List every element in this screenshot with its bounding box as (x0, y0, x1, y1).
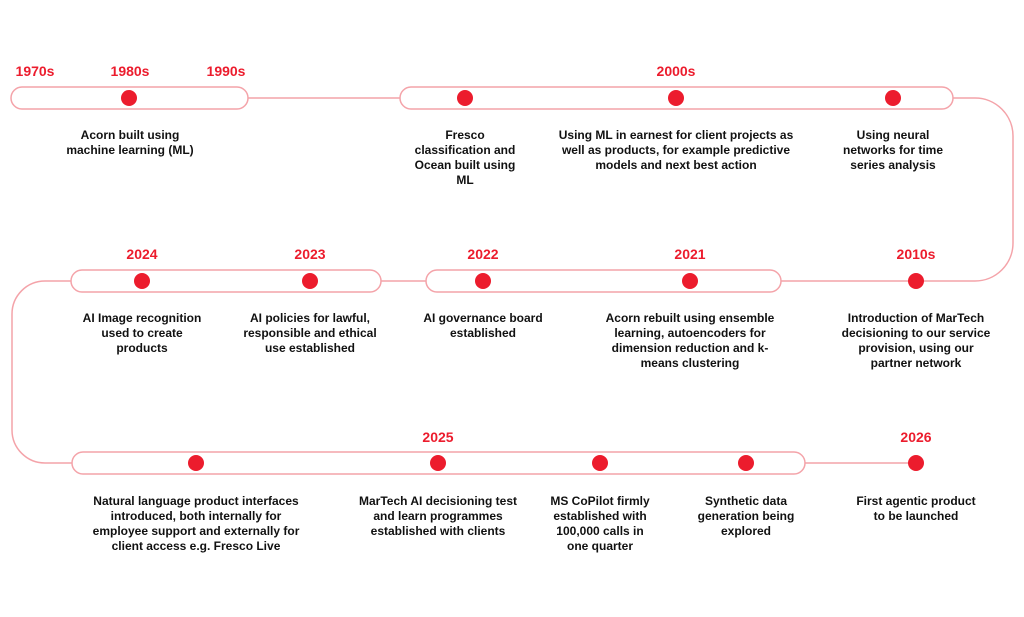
capsule (70, 269, 382, 293)
year-label: 1990s (206, 63, 246, 79)
milestone-dot (121, 90, 137, 106)
milestone-text: MarTech AI decisioning test and learn pr… (358, 494, 518, 538)
milestone-text: Introduction of MarTech decisioning to o… (841, 311, 991, 370)
milestone-text: First agentic product to be launched (856, 494, 976, 523)
milestone-dot (457, 90, 473, 106)
milestone-text: AI governance board established (423, 311, 543, 340)
milestone-text: AI Image recognition used to create prod… (82, 311, 202, 355)
year-label: 2000s (656, 63, 696, 79)
milestone-dot (738, 455, 754, 471)
year-label: 2025 (422, 429, 454, 445)
milestone-dot (592, 455, 608, 471)
year-label: 1970s (15, 63, 55, 79)
connector (781, 97, 1014, 282)
milestone-text: AI policies for lawful, responsible and … (243, 311, 377, 355)
milestone-dot (188, 455, 204, 471)
milestone-dot (908, 455, 924, 471)
milestone-text: Using ML in earnest for client projects … (558, 128, 794, 172)
milestone-dot (430, 455, 446, 471)
milestone-dot (475, 273, 491, 289)
milestone-text: Synthetic data generation being explored (697, 494, 795, 538)
milestone-dot (302, 273, 318, 289)
milestone-text: Acorn built using machine learning (ML) (66, 128, 194, 157)
year-label: 2022 (467, 246, 499, 262)
year-label: 2026 (900, 429, 932, 445)
year-label: 2023 (294, 246, 326, 262)
milestone-dot (134, 273, 150, 289)
milestone-text: Acorn rebuilt using ensemble learning, a… (605, 311, 775, 370)
connector (11, 280, 72, 464)
milestone-dot (668, 90, 684, 106)
milestone-dot (885, 90, 901, 106)
year-label: 2010s (896, 246, 936, 262)
milestone-text: Fresco classification and Ocean built us… (414, 128, 516, 187)
milestone-dot (682, 273, 698, 289)
milestone-dot (908, 273, 924, 289)
year-label: 2021 (674, 246, 706, 262)
milestone-text: Using neural networks for time series an… (842, 128, 944, 172)
year-label: 2024 (126, 246, 158, 262)
milestone-text: Natural language product interfaces intr… (92, 494, 300, 553)
milestone-text: MS CoPilot firmly established with 100,0… (550, 494, 650, 553)
year-label: 1980s (110, 63, 150, 79)
